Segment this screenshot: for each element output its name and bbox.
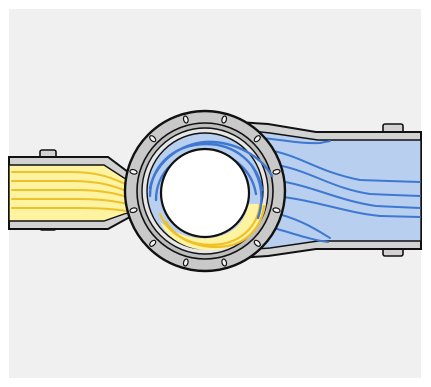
casing-bolt <box>149 135 157 143</box>
casing-bolt <box>182 258 189 267</box>
blue-streamline-4 <box>273 179 421 209</box>
central-rotor-casing <box>123 109 287 273</box>
swirl-yellow-2 <box>164 204 266 248</box>
outlet-streamlines <box>261 137 421 243</box>
swirl-blue-4 <box>250 164 263 220</box>
casing-bolt <box>253 239 261 247</box>
casing-bolt <box>272 207 281 214</box>
swirl-yellow-streamlines <box>158 202 266 248</box>
blue-streamline-1 <box>261 137 331 145</box>
rotor-core <box>159 147 251 239</box>
casing-bolt <box>253 135 261 143</box>
casing-bolt <box>129 168 138 175</box>
casing-bolts <box>129 115 281 267</box>
blue-streamline-3 <box>271 163 421 197</box>
blue-streamline-5 <box>273 195 421 218</box>
casing-bolt <box>149 239 157 247</box>
blue-streamline-2 <box>267 149 421 183</box>
casing-bolt <box>221 258 228 267</box>
swirl-blue-3 <box>148 140 274 190</box>
casing-bolt <box>182 115 189 124</box>
casing-bolt <box>272 168 281 175</box>
casing-bolt <box>129 207 138 214</box>
casing-bolt <box>221 115 228 124</box>
right-outlet-pipe <box>237 120 422 260</box>
